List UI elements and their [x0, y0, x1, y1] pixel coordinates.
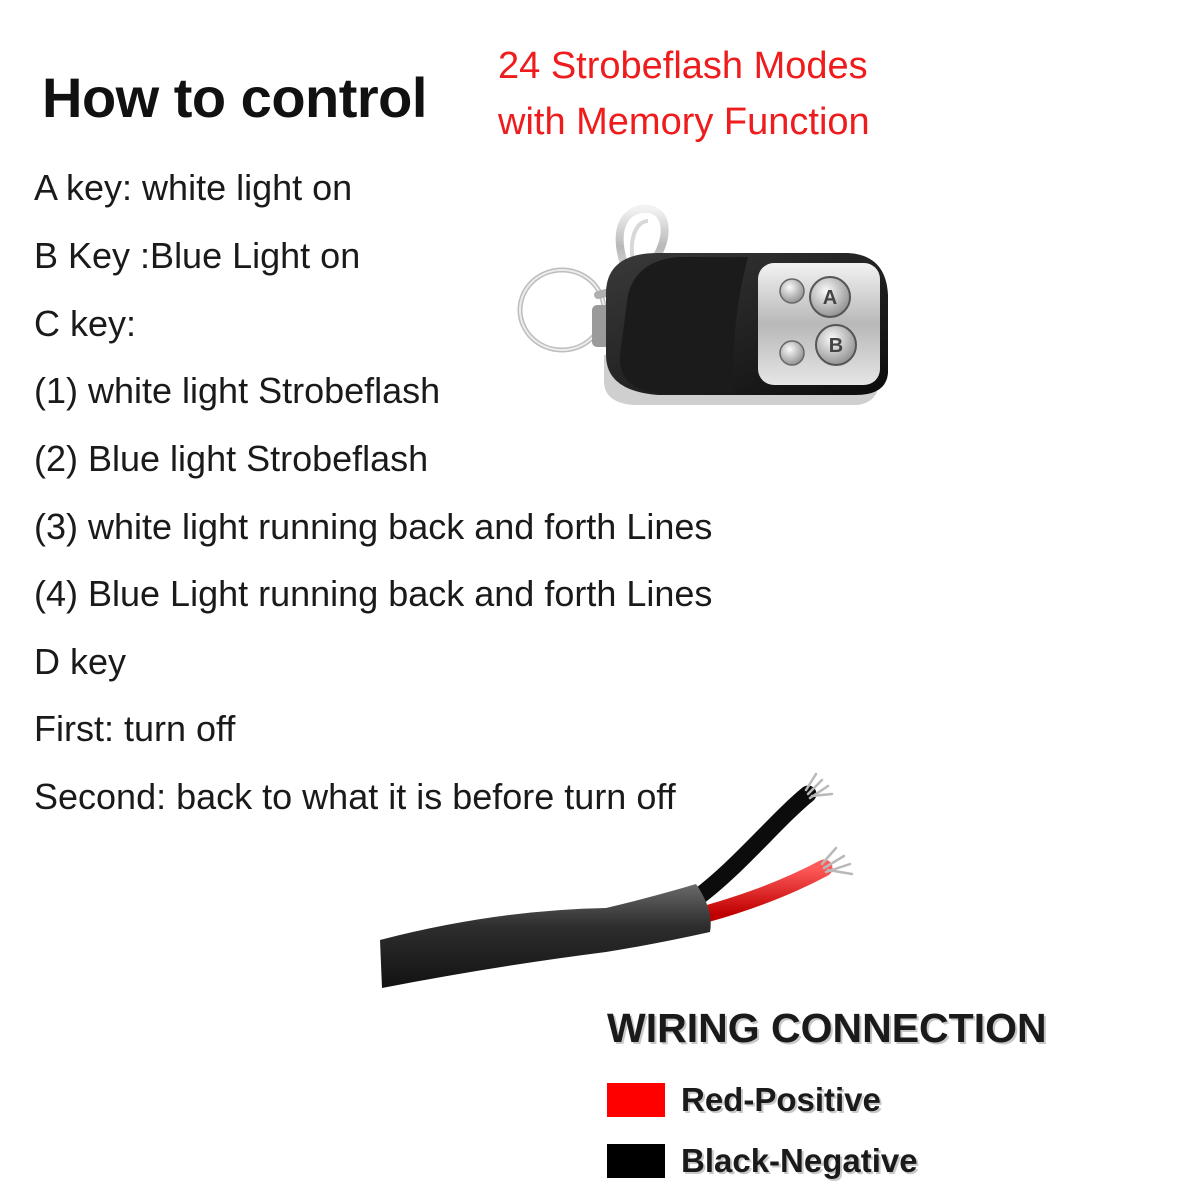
modes-line-1: 24 Strobeflash Modes	[498, 45, 868, 87]
legend-black-negative: Black-Negative	[607, 1142, 918, 1179]
remote-buttons	[779, 276, 857, 366]
instruction-d-first: First: turn off	[34, 708, 236, 749]
instruction-d-key: D key	[34, 641, 127, 682]
instruction-b-key: B Key :Blue Light on	[34, 235, 361, 276]
exposed-copper-strands	[804, 772, 854, 876]
page-title: How to control	[42, 66, 427, 129]
instruction-c-mode-2: (2) Blue light Strobeflash	[34, 438, 429, 479]
instruction-d-second: Second: back to what it is before turn o…	[34, 776, 676, 817]
two-wire-cable-icon	[380, 772, 854, 988]
modes-line-2: with Memory Function	[498, 101, 870, 143]
instruction-a-key: A key: white light on	[34, 167, 353, 208]
key-fob-remote-icon: A B	[517, 205, 888, 405]
remote-button-b-label: B	[829, 335, 843, 357]
instruction-c-mode-4: (4) Blue Light running back and forth Li…	[34, 573, 713, 614]
wiring-connection-title: WIRING CONNECTION	[607, 1005, 1047, 1051]
black-negative-label: Black-Negative	[681, 1142, 918, 1179]
instruction-c-mode-3: (3) white light running back and forth L…	[34, 506, 713, 547]
black-swatch	[607, 1144, 665, 1178]
red-swatch	[607, 1083, 665, 1117]
legend-red-positive: Red-Positive	[607, 1081, 881, 1118]
instruction-c-key: C key:	[34, 303, 137, 344]
red-positive-label: Red-Positive	[681, 1081, 881, 1118]
modes-callout: 24 Strobeflash Modes with Memory Functio…	[498, 38, 870, 150]
remote-button-a-label: A	[823, 287, 837, 309]
instruction-c-mode-1: (1) white light Strobeflash	[34, 370, 441, 411]
